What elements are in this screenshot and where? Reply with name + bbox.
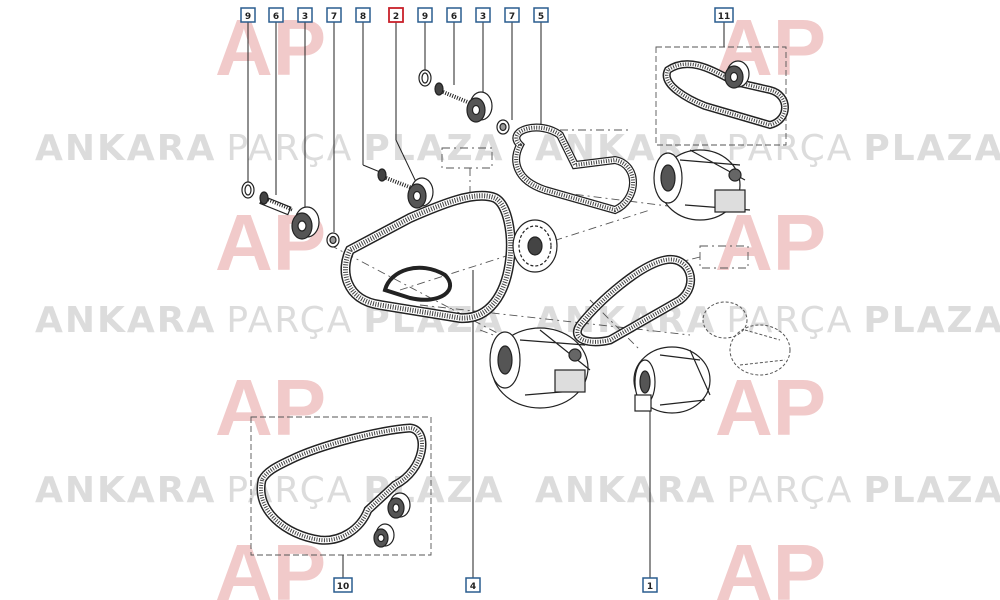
belt-1 [573, 255, 696, 347]
watermark-brand-3: PLAZA [363, 128, 504, 169]
spacer-7b [496, 119, 510, 135]
callout-6-right: 6 [446, 7, 462, 23]
svg-text:6: 6 [273, 12, 279, 22]
svg-text:2: 2 [393, 12, 399, 22]
callout-4: 4 [465, 577, 481, 593]
watermark-logo: AP [715, 198, 826, 287]
spacer-7a [326, 232, 340, 248]
svg-text:7: 7 [509, 12, 515, 22]
callout-6-left: 6 [268, 7, 284, 23]
svg-text:6: 6 [451, 12, 457, 22]
belt-4 [340, 190, 516, 324]
svg-text:5: 5 [538, 12, 544, 22]
inset-11-pulley [724, 60, 750, 89]
inset-10-belt [256, 423, 427, 548]
pulley-3b [466, 91, 493, 123]
watermark-logo: AP [715, 363, 826, 452]
pulley-3a [291, 206, 320, 240]
watermark-brand-2: PARÇA [726, 300, 853, 341]
bolt-6b [434, 82, 471, 105]
watermark-brand-1: ANKARA [35, 470, 216, 511]
reference-box-upper [441, 147, 493, 169]
bolt-8 [377, 168, 413, 190]
inset-box-10 [250, 416, 432, 556]
svg-text:7: 7 [331, 12, 337, 22]
callout-3-left: 3 [297, 7, 313, 23]
watermark-logo: AP [715, 528, 826, 600]
ac-compressor-upper [653, 149, 751, 221]
watermark-brand-3: PLAZA [863, 470, 1000, 511]
svg-text:11: 11 [718, 12, 731, 22]
inset-box-11 [655, 46, 787, 146]
watermark-brand-2: PARÇA [226, 470, 353, 511]
callout-11: 11 [714, 7, 734, 23]
watermark-brand-3: PLAZA [863, 128, 1000, 169]
watermark-brand-1: ANKARA [35, 128, 216, 169]
watermark-logo: AP [215, 363, 326, 452]
watermark-brand-2: PARÇA [726, 470, 853, 511]
upper-hardware-stack [418, 69, 510, 135]
inset-10-pulley-upper [387, 492, 411, 519]
watermark-brand-1: ANKARA [35, 300, 216, 341]
callout-labels: 9 6 3 7 8 2 9 6 [240, 7, 734, 593]
watermark-logo-group: AP AP AP AP AP AP AP AP [215, 3, 826, 600]
callout-7-left: 7 [326, 7, 342, 23]
svg-text:1: 1 [647, 582, 653, 592]
svg-text:9: 9 [245, 12, 251, 22]
callout-10: 10 [333, 577, 353, 593]
ac-compressor-lower [489, 327, 591, 409]
svg-text:10: 10 [337, 582, 350, 592]
bolt-6a [259, 191, 293, 216]
alternator [633, 346, 711, 414]
callout-8: 8 [355, 7, 371, 23]
svg-text:8: 8 [360, 12, 366, 22]
svg-text:3: 3 [302, 12, 308, 22]
idler-pulley-2 [407, 177, 434, 209]
callout-5: 5 [533, 7, 549, 23]
callout-7-right: 7 [504, 7, 520, 23]
callout-9-right: 9 [417, 7, 433, 23]
inset-10-pulley-lower [373, 523, 395, 548]
callout-1: 1 [642, 577, 658, 593]
callout-2-highlight: 2 [388, 7, 404, 23]
left-hardware-stack [241, 181, 340, 248]
inset-11-belt [662, 60, 789, 130]
callout-3-right: 3 [475, 7, 491, 23]
cap-ring-9a-inner [244, 184, 252, 196]
svg-text:9: 9 [422, 12, 428, 22]
center-hardware [377, 168, 434, 209]
callout-9-left: 9 [240, 7, 256, 23]
watermark-brand-2: PARÇA [226, 300, 353, 341]
watermark-brand-1: ANKARA [535, 470, 716, 511]
belt-5 [512, 123, 637, 215]
crank-pulley [512, 219, 558, 273]
watermark-brand-2: PARÇA [726, 128, 853, 169]
phantom-component [702, 301, 791, 376]
watermark-brand-2: PARÇA [226, 128, 353, 169]
svg-text:4: 4 [470, 582, 476, 592]
watermark-brand-3: PLAZA [863, 300, 1000, 341]
svg-text:3: 3 [480, 12, 486, 22]
